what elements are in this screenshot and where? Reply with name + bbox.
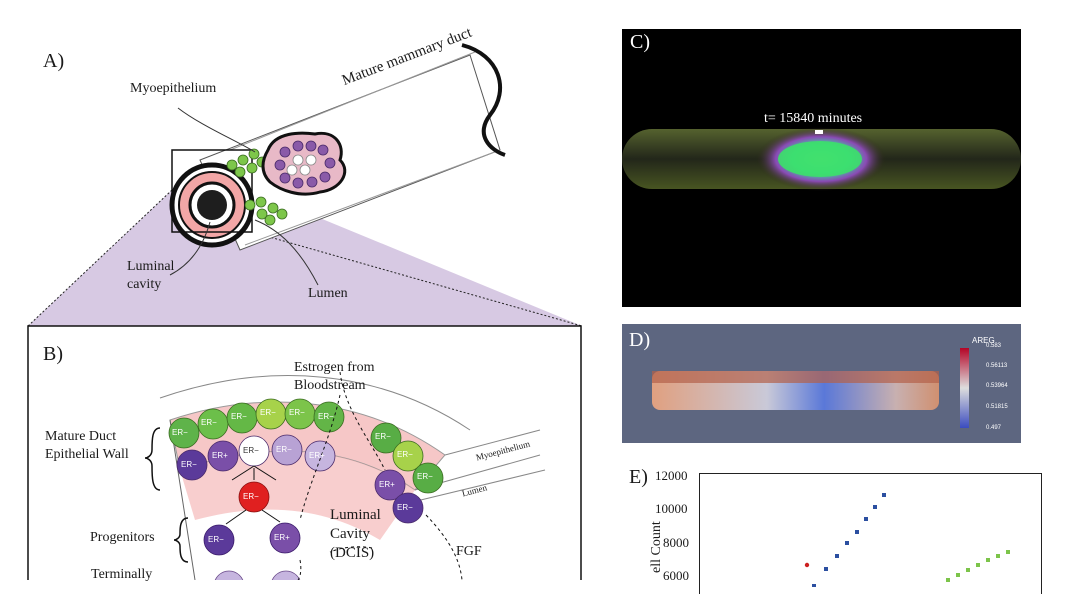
progenitor-cell-left (203, 524, 235, 556)
fgf-arrow (425, 514, 463, 580)
e-ytick: 12000 (655, 468, 688, 483)
er-label: ER+ (212, 451, 228, 460)
terminally-label: Terminally (91, 567, 153, 582)
panel-d-render (652, 348, 969, 428)
estrogen-label-line1: Estrogen from (294, 360, 375, 375)
lumen-hole (197, 190, 227, 220)
er-label: ER+ (274, 533, 290, 542)
panel-a-letter: A) (43, 50, 65, 72)
panel-e-letter: E) (629, 466, 648, 488)
er-label: ER− (318, 412, 334, 421)
er-label: ER− (260, 408, 276, 417)
luminal-cavity-label-line2: cavity (127, 277, 162, 292)
colorbar-tick: 0.56113 (986, 363, 1008, 369)
estrogen-arrow (339, 371, 386, 471)
er-label: ER− (417, 472, 433, 481)
panel-d: D) AREG 0.583 0.56113 0.53964 0.51815 0.… (622, 324, 1021, 443)
lumen-leader (254, 219, 319, 286)
panel-c-render (622, 127, 1021, 191)
er-label: ER+ (379, 480, 395, 489)
red-point (804, 562, 810, 568)
panel-a-drawing (27, 43, 583, 327)
luminal-cavity-b-line1: Luminal (330, 507, 381, 523)
estrogen-label-line2: Bloodstream (294, 378, 366, 393)
colorbar-tick: 0.51815 (986, 404, 1008, 410)
tumor-core (778, 141, 862, 177)
panel-b-letter: B) (43, 343, 63, 365)
second-row-cells (176, 434, 424, 524)
progenitor-cell-right (269, 522, 301, 554)
luminal-cavity-leader (169, 221, 211, 276)
wall-label-line2: Epithelial Wall (45, 447, 129, 462)
fgf-label: FGF (456, 544, 482, 559)
wall-bracket (144, 427, 161, 491)
er-label: ER− (397, 503, 413, 512)
colorbar-tick: 0.497 (986, 425, 1002, 431)
er-label: ER− (276, 445, 292, 454)
panel-c: C) t= 15840 minutes (622, 29, 1021, 307)
zoom-wedge (28, 190, 582, 326)
zoom-line-right (251, 231, 583, 327)
er-label: ER− (243, 492, 259, 501)
wall-label-line1: Mature Duct (45, 429, 117, 444)
colorbar-title: AREG (972, 336, 995, 345)
er-label: ER− (208, 535, 224, 544)
e-ytick: 10000 (655, 501, 688, 516)
zoom-line-left (27, 189, 173, 327)
panel-e-markers (804, 493, 1010, 587)
dcis-cells (274, 140, 336, 189)
er-label: ER− (201, 418, 217, 427)
panel-d-letter: D) (629, 329, 651, 351)
zoom-box (171, 149, 253, 233)
er-label: ER− (397, 450, 413, 459)
luminal-cavity-b-line3: (DCIS) (330, 545, 375, 561)
luminal-cavity-label-line1: Luminal (127, 259, 175, 274)
er-label: ER− (243, 446, 259, 455)
er-label: ER− (181, 460, 197, 469)
lineage-arrows (225, 465, 281, 525)
e-ytick: 8000 (663, 535, 689, 550)
myoepithelium-leader (177, 107, 256, 153)
areg-colorbar (960, 348, 969, 428)
panel-c-letter: C) (630, 31, 650, 53)
colorbar-tick: 0.583 (986, 343, 1002, 349)
duct-end-curve (461, 43, 506, 157)
e-ytick: 6000 (663, 568, 689, 583)
panel-b-drawing (27, 325, 582, 580)
progenitor-red-cell (238, 481, 270, 513)
green-series (946, 550, 1010, 582)
colorbar-tick: 0.53964 (986, 383, 1008, 389)
luminal-cavity-b-line2: Cavity (330, 526, 370, 542)
er-label: ER+ (309, 451, 325, 460)
panel-e-plot (699, 473, 1042, 594)
time-label: t= 15840 minutes (764, 111, 863, 126)
er-label: ER− (172, 428, 188, 437)
lumen-band (180, 451, 415, 540)
progenitors-label: Progenitors (90, 530, 155, 545)
myoepithelium-label: Myoepithelium (130, 81, 217, 96)
er-label: ER− (289, 408, 305, 417)
lumen-label: Lumen (308, 286, 348, 301)
blue-series (812, 493, 886, 587)
er-label: ER− (231, 412, 247, 421)
progenitors-bracket (173, 517, 189, 563)
er-label: ER− (375, 432, 391, 441)
